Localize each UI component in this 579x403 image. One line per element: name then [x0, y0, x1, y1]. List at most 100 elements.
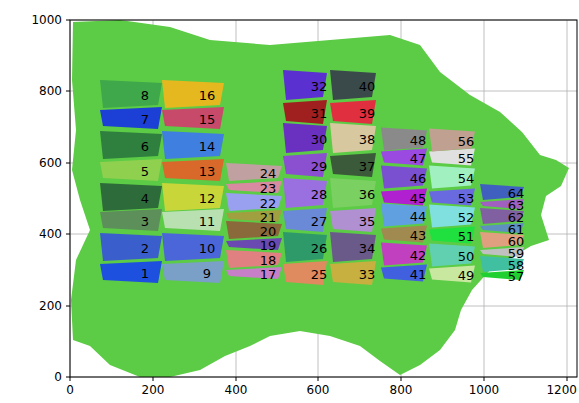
- cut-piece: [100, 209, 162, 231]
- cut-piece: [283, 153, 327, 177]
- axis-tick-label: 400: [39, 228, 62, 240]
- grid-lines: [70, 20, 577, 377]
- piece-number: 48: [410, 134, 427, 147]
- piece-number: 56: [458, 135, 475, 148]
- piece-number: 53: [458, 192, 475, 205]
- piece-number: 32: [311, 80, 328, 93]
- piece-number: 52: [458, 211, 475, 224]
- piece-number: 46: [410, 172, 427, 185]
- piece-number: 19: [260, 239, 277, 252]
- cut-piece: [381, 149, 427, 166]
- piece-number: 35: [359, 215, 376, 228]
- axis-tick-label: 1200: [546, 384, 577, 396]
- cut-piece: [330, 261, 376, 285]
- piece-number: 24: [260, 167, 277, 180]
- axis-tick-label: 0: [66, 384, 74, 396]
- piece-number: 49: [458, 269, 475, 282]
- axes-frame: [70, 20, 577, 377]
- piece-number: 64: [508, 187, 525, 200]
- cut-piece: [283, 208, 327, 232]
- axis-tick-label: 1000: [469, 384, 500, 396]
- cut-piece: [381, 226, 427, 243]
- cut-piece: [226, 163, 282, 181]
- axis-tick-label: 0: [54, 371, 62, 383]
- cut-piece: [283, 232, 327, 262]
- piece-number: 18: [260, 254, 277, 267]
- axis-tick-label: 800: [390, 384, 413, 396]
- piece-number: 47: [410, 152, 427, 165]
- axis-tick-label: 1000: [31, 14, 62, 26]
- cut-piece: [429, 129, 475, 152]
- piece-number: 12: [199, 192, 216, 205]
- cut-piece: [283, 100, 327, 124]
- cut-piece: [100, 131, 162, 159]
- piece-number: 17: [260, 268, 277, 281]
- piece-number: 38: [359, 133, 376, 146]
- cut-piece: [283, 70, 327, 100]
- piece-number: 37: [359, 160, 376, 173]
- cut-piece: [429, 266, 475, 283]
- piece-number: 4: [141, 192, 149, 205]
- piece-number: 22: [260, 197, 277, 210]
- piece-number: 45: [410, 192, 427, 205]
- axis-tick-label: 200: [39, 300, 62, 312]
- piece-number: 16: [199, 89, 216, 102]
- piece-number: 34: [359, 242, 376, 255]
- cut-piece: [162, 107, 224, 129]
- piece-number: 6: [141, 140, 149, 153]
- piece-number: 23: [260, 182, 277, 195]
- cut-piece: [162, 159, 224, 181]
- piece-number: 27: [311, 215, 328, 228]
- cut-pieces: [100, 70, 524, 285]
- piece-number: 58: [508, 259, 525, 272]
- cut-piece: [100, 107, 162, 129]
- piece-number: 9: [203, 267, 211, 280]
- piece-number: 20: [260, 225, 277, 238]
- axis-tick-label: 600: [39, 157, 62, 169]
- piece-number: 54: [458, 172, 475, 185]
- cut-piece: [330, 232, 376, 262]
- piece-number: 13: [199, 165, 216, 178]
- axis-tick-label: 200: [142, 384, 165, 396]
- piece-number: 33: [359, 268, 376, 281]
- cut-piece: [330, 208, 376, 232]
- piece-number: 15: [199, 113, 216, 126]
- piece-number: 62: [508, 211, 525, 224]
- piece-number: 1: [141, 267, 149, 280]
- piece-number: 39: [359, 107, 376, 120]
- piece-number: 26: [311, 242, 328, 255]
- cut-piece: [381, 265, 427, 282]
- cut-piece: [283, 261, 327, 285]
- piece-number: 55: [458, 152, 475, 165]
- cut-piece: [162, 80, 224, 108]
- piece-number: 21: [260, 211, 277, 224]
- cut-piece: [100, 80, 162, 108]
- piece-number: 14: [199, 140, 216, 153]
- cut-piece: [429, 227, 475, 244]
- piece-number: 36: [359, 188, 376, 201]
- cut-piece: [100, 183, 162, 211]
- cut-piece: [162, 131, 224, 159]
- leather-hide: [71, 20, 569, 377]
- piece-number: 3: [141, 215, 149, 228]
- cut-piece: [330, 70, 376, 100]
- piece-number: 8: [141, 89, 149, 102]
- cut-piece: [330, 100, 376, 124]
- tick-marks: [66, 20, 567, 381]
- piece-number: 29: [311, 160, 328, 173]
- piece-number: 40: [359, 80, 376, 93]
- piece-number: 59: [508, 247, 525, 260]
- cut-piece: [283, 123, 327, 153]
- cut-piece: [429, 189, 475, 206]
- cut-piece: [381, 243, 427, 266]
- piece-number: 41: [410, 268, 427, 281]
- cut-piece: [381, 166, 427, 189]
- axis-tick-label: 800: [39, 85, 62, 97]
- cut-piece: [381, 189, 427, 206]
- cut-piece: [162, 233, 224, 261]
- cut-piece: [381, 204, 427, 227]
- piece-number: 2: [141, 242, 149, 255]
- cut-piece: [480, 184, 524, 200]
